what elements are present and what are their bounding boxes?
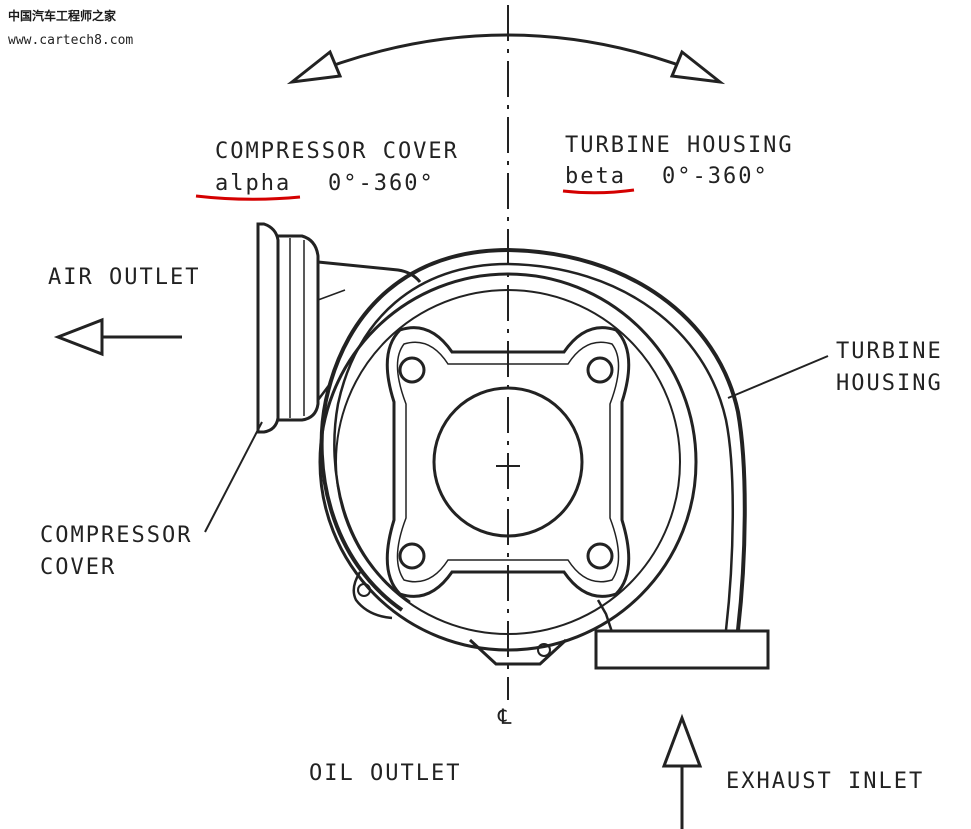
watermark-url: www.cartech8.com xyxy=(8,33,133,48)
exhaust-inlet-flange xyxy=(594,629,770,670)
bolt-hole-bottom-right xyxy=(586,542,614,570)
center-flange-inner xyxy=(396,341,620,583)
compressor-cover-label-line1: COMPRESSOR xyxy=(40,523,192,548)
rotation-arrowhead-left xyxy=(286,49,343,85)
centerline-symbol: ℄ xyxy=(497,705,512,729)
air-outlet-arrowhead xyxy=(53,317,104,357)
bolt-hole-top-right xyxy=(586,356,614,384)
rotation-arrowhead-right xyxy=(669,49,726,85)
center-flange xyxy=(385,326,631,598)
compressor-outlet-flange xyxy=(256,222,280,434)
exhaust-inlet-label: EXHAUST INLET xyxy=(726,769,924,794)
turbine-housing-label-line2: HOUSING xyxy=(836,371,943,396)
turbine-angle-symbol: beta xyxy=(565,164,626,189)
oil-outlet-flange xyxy=(468,638,568,666)
turbine-housing-leader xyxy=(727,355,829,399)
turbine-angle-range: 0°-360° xyxy=(662,164,769,189)
compressor-cover-label-line2: COVER xyxy=(40,555,116,580)
compressor-angle-title: COMPRESSOR COVER xyxy=(215,139,459,164)
compressor-symbol-underline xyxy=(195,194,301,201)
bolt-hole-top-left xyxy=(398,356,426,384)
compressor-cover-ring-outer xyxy=(318,272,698,652)
turbine-housing-label-line1: TURBINE xyxy=(836,339,943,364)
turbocharger-drawing xyxy=(256,222,770,670)
compressor-cover-leader xyxy=(204,421,263,533)
compressor-outlet-collar xyxy=(278,234,320,422)
turbine-symbol-underline xyxy=(562,188,635,195)
lower-lug-left xyxy=(352,571,393,620)
oil-outlet-label: OIL OUTLET xyxy=(309,761,461,786)
center-bore xyxy=(432,386,584,538)
bolt-hole-bottom-left xyxy=(398,542,426,570)
compressor-angle-symbol: alpha xyxy=(215,171,291,196)
watermark-site-name: 中国汽车工程师之家 xyxy=(8,8,117,23)
compressor-cover-ring-inner xyxy=(335,289,681,635)
turbine-volute-outer xyxy=(319,247,747,631)
air-outlet-label: AIR OUTLET xyxy=(48,265,200,290)
rotation-arc xyxy=(299,33,713,80)
compressor-angle-range: 0°-360° xyxy=(328,171,435,196)
turbine-angle-title: TURBINE HOUSING xyxy=(565,133,794,158)
exhaust-inlet-arrowhead xyxy=(661,713,703,768)
